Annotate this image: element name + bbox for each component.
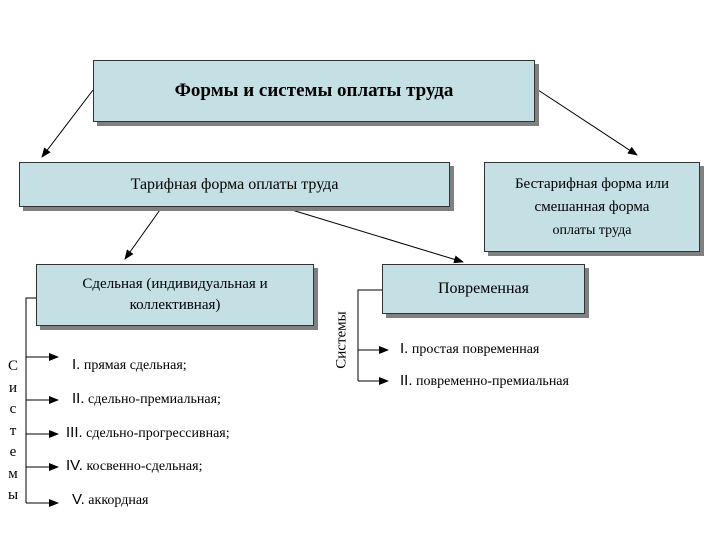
systems-letter: т	[9, 422, 17, 439]
item-number: III.	[66, 424, 83, 441]
systems-rotated-label: Системы	[333, 311, 350, 369]
povr-box: Повременная	[382, 264, 585, 314]
item-text: сдельно-премиальная;	[88, 392, 221, 407]
item-number: I.	[400, 340, 409, 357]
sdel-line-2: коллективная)	[129, 297, 221, 313]
systems-letter: ы	[7, 487, 19, 503]
item-number: II.	[72, 390, 85, 407]
sdel-system-item: V. аккордная	[72, 491, 149, 509]
item-text: повременно-премиальная	[416, 374, 569, 389]
title-text: Формы и системы оплаты труда	[174, 80, 454, 101]
systems-letter: е	[9, 444, 17, 460]
item-text: аккордная	[88, 493, 149, 508]
item-text: прямая сдельная;	[83, 358, 187, 373]
tarif-text: Тарифная форма оплаты труда	[130, 175, 339, 193]
povr-bracket	[357, 289, 382, 381]
systems-letter: С	[7, 358, 18, 374]
sdel-system-item: IV. косвенно-сдельная;	[66, 457, 202, 475]
sdel-system-item: II. сдельно-премиальная;	[72, 390, 221, 408]
item-number: IV.	[66, 457, 83, 474]
bestarif-line-3: оплаты труда	[552, 222, 632, 238]
systems-letter: с	[9, 401, 17, 417]
sdel-system-item: III. сдельно-прогрессивная;	[66, 424, 230, 442]
item-number: I.	[72, 356, 81, 373]
sdel-line-1: Сдельная (индивидуальная и	[82, 276, 268, 292]
tarif-box: Тарифная форма оплаты труда	[19, 162, 450, 207]
bestarif-line-2: смешанная форма	[534, 198, 650, 215]
item-number: V.	[72, 491, 85, 508]
item-text: косвенно-сдельная;	[86, 459, 203, 474]
sdel-system-item: I. прямая сдельная;	[72, 356, 187, 374]
systems-vertical-label: С и с т е м ы	[5, 356, 21, 507]
sdel-bracket	[25, 297, 36, 503]
sdel-box: Сдельная (индивидуальная и коллективная)	[36, 264, 314, 326]
povr-text: Повременная	[437, 280, 530, 297]
arrow-tarif-to-povr	[281, 206, 464, 264]
item-number: II.	[400, 372, 413, 389]
systems-letter: м	[8, 465, 18, 482]
arrow-title-to-tarif	[41, 89, 94, 158]
arrow-title-to-bestarif	[534, 87, 638, 156]
bestarif-box: Бестарифная форма или смешанная форма оп…	[484, 162, 700, 252]
item-text: простая повременная	[411, 342, 540, 357]
item-text: сдельно-прогрессивная;	[86, 426, 230, 441]
povr-system-item: I. простая повременная	[400, 340, 539, 358]
title-box: Формы и системы оплаты труда	[93, 60, 535, 122]
systems-letter: и	[8, 379, 18, 396]
bestarif-line-1: Бестарифная форма или	[514, 175, 670, 192]
povr-system-item: II. повременно-премиальная	[400, 372, 569, 390]
arrow-tarif-to-sdel	[124, 206, 163, 260]
